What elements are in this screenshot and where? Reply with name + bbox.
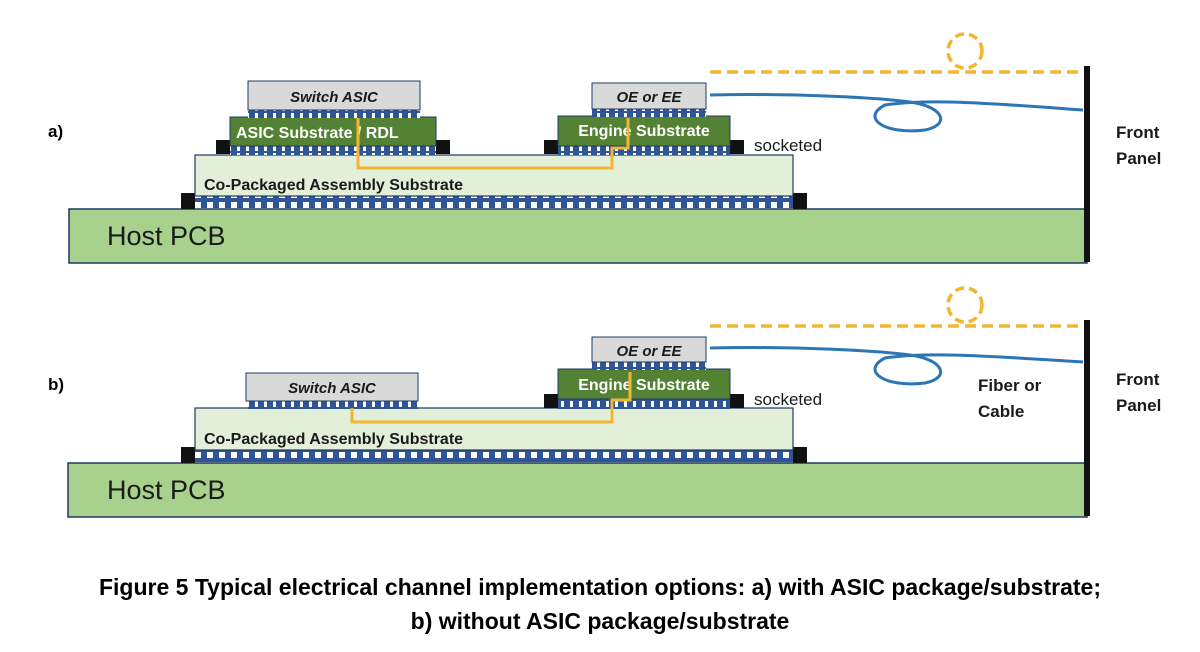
front-panel-label-a-1: Front xyxy=(1116,123,1160,142)
bga-balls-b xyxy=(195,450,793,462)
front-panel-label-a-2: Panel xyxy=(1116,149,1161,168)
front-panel-a xyxy=(1084,66,1090,262)
bga-corner-right-b xyxy=(793,447,807,463)
oe-bumps-a xyxy=(592,109,706,117)
switch-asic-a xyxy=(247,80,421,111)
figure-caption-line-1: Figure 5 Typical electrical channel impl… xyxy=(98,574,1101,600)
oe-ee-label-b: OE or EE xyxy=(616,343,682,360)
electrical-trace-b xyxy=(350,372,632,424)
switch-asic-label-a: Switch ASIC xyxy=(290,89,379,106)
front-panel-label-b-1: Front xyxy=(1116,370,1160,389)
panel-a-label: a) xyxy=(48,122,63,141)
front-panel-label-b-2: Panel xyxy=(1116,396,1161,415)
front-panel-b xyxy=(1084,320,1090,516)
fiber-b xyxy=(709,346,1084,386)
dashed-cable-loop-a xyxy=(946,32,984,70)
engine-corner-right-b xyxy=(730,394,744,408)
assembly-substrate-b xyxy=(194,407,794,451)
socketed-label-a: socketed xyxy=(754,136,822,155)
assembly-substrate-a xyxy=(194,154,794,197)
assembly-substrate-label-a: Co-Packaged Assembly Substrate xyxy=(204,177,463,194)
socketed-label-b: socketed xyxy=(754,390,822,409)
electrical-trace-a xyxy=(356,118,630,170)
oe-bumps-b xyxy=(592,362,706,370)
asic-substrate-label-a: ASIC Substrate / RDL xyxy=(236,125,399,142)
host-pcb-label-b: Host PCB xyxy=(107,475,226,505)
dashed-cable-loop-b xyxy=(946,286,984,324)
panel-b: b) Host PCB Co-Packaged Assembly Substra… xyxy=(48,286,1161,518)
panel-a: a) Host PCB Co-Packaged Assembly Substra… xyxy=(48,32,1161,264)
engine-corner-left-a xyxy=(544,140,558,154)
host-pcb-b xyxy=(67,462,1088,518)
engine-bumps-b xyxy=(558,399,730,409)
fiber-a xyxy=(709,93,1084,133)
assembly-substrate-label-b: Co-Packaged Assembly Substrate xyxy=(204,431,463,448)
switch-asic-label-b: Switch ASIC xyxy=(288,380,377,397)
bga-corner-left-b xyxy=(181,447,195,463)
figure-caption-line-2: b) without ASIC package/substrate xyxy=(410,608,790,634)
bga-balls-a xyxy=(195,196,793,208)
engine-bumps-a xyxy=(558,145,730,155)
engine-corner-right-a xyxy=(730,140,744,154)
bga-corner-right-a xyxy=(793,193,807,209)
oe-ee-a xyxy=(591,82,707,110)
asic-sub-bumps-a xyxy=(230,145,436,155)
bga-corner-left-a xyxy=(181,193,195,209)
host-pcb-a xyxy=(68,208,1088,264)
fiber-cable-label-2: Cable xyxy=(978,402,1024,421)
fiber-cable-label-1: Fiber or xyxy=(978,376,1042,395)
oe-ee-label-a: OE or EE xyxy=(616,89,682,106)
switch-asic-b xyxy=(245,372,419,402)
host-pcb-label-a: Host PCB xyxy=(107,221,226,251)
oe-ee-b xyxy=(591,336,707,363)
engine-substrate-label-b: Engine Substrate xyxy=(578,377,710,394)
asic-sub-corner-right-a xyxy=(436,140,450,154)
engine-corner-left-b xyxy=(544,394,558,408)
switch-asic-bumps-b xyxy=(248,401,418,409)
panel-b-label: b) xyxy=(48,375,64,394)
asic-sub-corner-left-a xyxy=(216,140,230,154)
switch-asic-bumps-a xyxy=(248,110,420,118)
engine-substrate-label-a: Engine Substrate xyxy=(578,123,710,140)
asic-substrate-a xyxy=(229,116,437,147)
